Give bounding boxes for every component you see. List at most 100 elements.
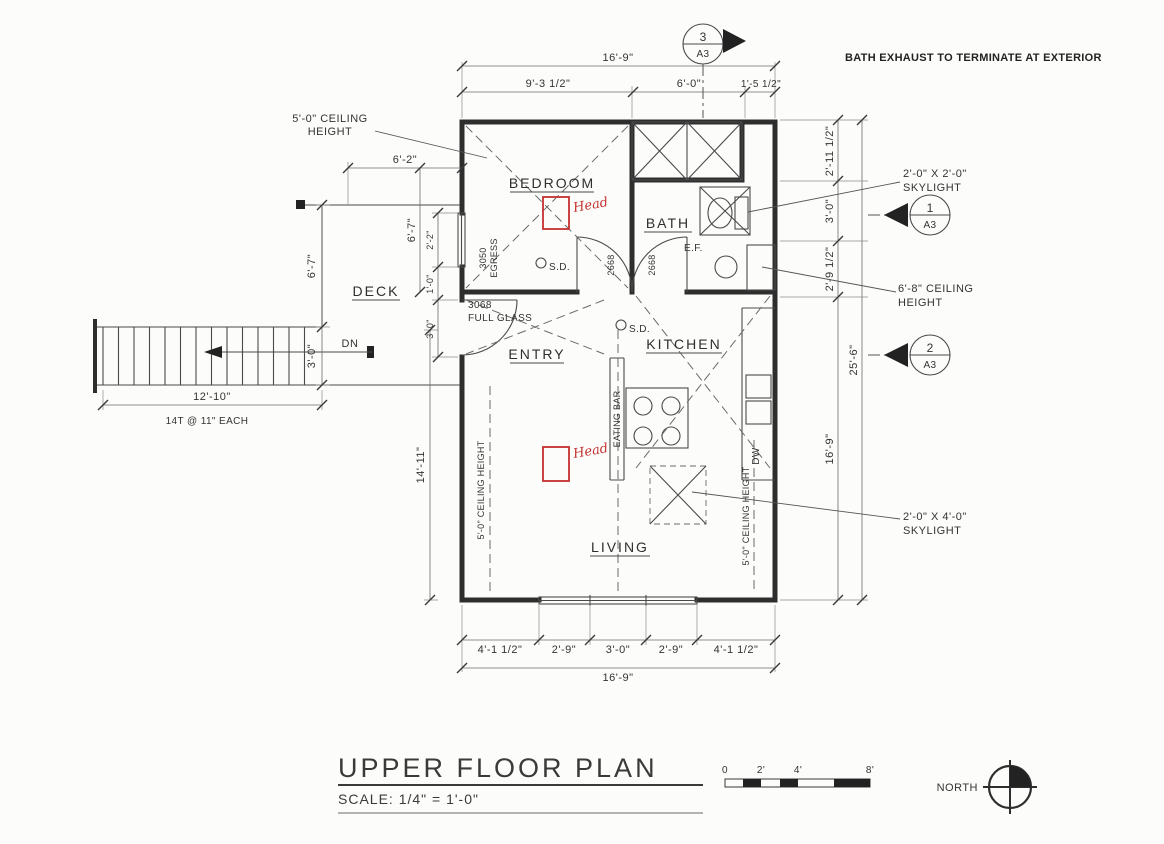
bath-skylight-x: [699, 186, 751, 236]
bedroom-door-swing: [576, 236, 633, 293]
section-marker-1: 1 A3: [868, 194, 951, 236]
burner-1: [633, 396, 653, 416]
drawing-title: UPPER FLOOR PLAN: [338, 753, 658, 783]
bath-door-swing: [631, 236, 688, 293]
smoke-detector-1-label: S.D.: [549, 262, 570, 273]
smoke-detector-1-icon: [535, 257, 547, 269]
bath-sink-icon: [714, 255, 738, 279]
skylight2x4-note-line2: SKYLIGHT: [903, 525, 961, 537]
ceiling5-note-line1: 5'-0" CEILING: [292, 113, 367, 125]
ceiling5-leader: [374, 130, 488, 159]
closet-x-marks: [631, 121, 743, 181]
dim-left-a: 6'-2": [393, 154, 417, 166]
section-marker-2: 2 A3: [868, 334, 951, 376]
dim-right-b: 3'-0": [824, 199, 836, 223]
egress-window-label-line1: 3050: [478, 247, 488, 268]
stair-tread-note: 14T @ 11" EACH: [166, 416, 249, 427]
section-3-number: 3: [700, 30, 707, 44]
skylight2x2-note-line2: SKYLIGHT: [903, 182, 961, 194]
dim-right-a: 2'-11 1/2": [824, 126, 836, 177]
room-label-entry: ENTRY: [508, 346, 565, 362]
ceiling5-note-line2: HEIGHT: [308, 126, 353, 138]
living-window-mullions: [539, 595, 697, 606]
scale-bar-segment-1: [743, 779, 761, 787]
exhaust-fan-label: E.F.: [684, 243, 703, 254]
ceiling-slope-lines: [465, 125, 771, 596]
ceiling-lines: [465, 125, 771, 596]
red-markup-note-living: Head: [571, 441, 609, 462]
burner-3: [633, 426, 653, 446]
room-label-living: LIVING: [591, 539, 649, 555]
burner-4: [661, 426, 681, 446]
title-block: UPPER FLOOR PLAN SCALE: 1/4" = 1'-0": [338, 753, 703, 814]
dim-living-height: 14'-11": [415, 447, 427, 484]
scale-bar-segment-2: [780, 779, 798, 787]
ceiling68-note-line2: HEIGHT: [898, 297, 943, 309]
scale-bar-segment-3: [834, 779, 870, 787]
ceiling68-leader: [761, 266, 897, 293]
room-label-deck: DECK: [353, 283, 400, 299]
bedroom-door-size-label: 2668: [606, 254, 616, 275]
smoke-detector-2-icon: [615, 319, 627, 331]
eating-bar-label: EATING BAR: [612, 390, 622, 447]
section-1-number: 1: [927, 201, 934, 215]
section-2-number: 2: [927, 341, 934, 355]
red-markup-note-bedroom: Head: [571, 195, 609, 216]
dim-deck-height: 6'-7": [306, 254, 318, 278]
dim-top-b: 6'-0": [677, 78, 701, 90]
section-3-direction-icon: [723, 29, 746, 53]
section-2-direction-icon: [884, 343, 908, 367]
dimension-ticks: [97, 60, 868, 674]
dimensions: 16'-9" 9'-3 1/2" 6'-0" 1'-5 1/2" 2'-11 1…: [97, 52, 868, 684]
dim-right-d: 16'-9": [824, 433, 836, 464]
stove-icon: [625, 387, 689, 449]
section-1-sheet: A3: [923, 220, 936, 231]
toilet-tank: [734, 196, 749, 230]
stair-rails: [95, 326, 322, 386]
scale-bar-label-4: 4': [794, 765, 802, 776]
egress-window-label-line2: EGRESS: [489, 238, 499, 277]
toilet-icon: [707, 197, 733, 229]
windows-doors: [457, 212, 698, 606]
dim-bottom-b: 2'-9": [552, 644, 576, 656]
room-label-bath: BATH: [646, 215, 690, 231]
ceiling68-note-line1: 6'-8" CEILING: [898, 283, 973, 295]
kitchen-counter: [741, 307, 775, 481]
dim-top-c: 1'-5 1/2": [741, 79, 781, 90]
dim-right-overall: 25'-6": [848, 344, 860, 375]
section-1-direction-icon: [884, 203, 908, 227]
north-label: NORTH: [937, 782, 978, 794]
ceiling5-vertical-left: 5'-0" CEILING HEIGHT: [476, 440, 486, 539]
dim-bottom-c: 3'-0": [606, 644, 630, 656]
dim-bottom-overall: 16'-9": [602, 672, 633, 684]
dim-stair-width: 3'-0": [306, 344, 318, 368]
red-markup-box-bedroom: [542, 196, 570, 230]
kitchen-sink-left: [745, 374, 772, 399]
section-2-sheet: A3: [923, 360, 936, 371]
skylight2x4-leader: [691, 491, 901, 520]
skylight2x2-leader: [747, 181, 901, 213]
north-arrow: NORTH: [937, 760, 1037, 814]
room-label-bedroom: BEDROOM: [509, 175, 595, 191]
scale-bar: 0 2' 4' 8': [722, 765, 874, 788]
fixtures: [535, 121, 776, 525]
deck-post: [296, 200, 305, 209]
scale-bar-label-8: 8': [866, 765, 874, 776]
extension-lines: [102, 62, 868, 672]
dim-bottom-e: 4'-1 1/2": [714, 644, 759, 656]
bath-exhaust-note: BATH EXHAUST TO TERMINATE AT EXTERIOR: [845, 52, 1102, 64]
stair-treads: [102, 327, 306, 385]
annotations: BATH EXHAUST TO TERMINATE AT EXTERIOR 5'…: [292, 52, 1102, 565]
glass-door-label-line1: 3068: [468, 300, 492, 311]
dim-left-d: 1'-0": [425, 274, 435, 293]
kitchen-sink-right: [745, 400, 772, 425]
dim-bottom-a: 4'-1 1/2": [478, 644, 523, 656]
down-label: DN: [342, 338, 359, 350]
bath-vanity: [746, 244, 776, 291]
dishwasher-label: DW: [751, 447, 762, 465]
dim-left-e: 3'-0": [425, 319, 435, 338]
section-marker-3: 3 A3: [682, 23, 746, 118]
dimension-lines: [103, 65, 863, 669]
ceiling5-vertical-right: 5'-0" CEILING HEIGHT: [741, 466, 751, 565]
